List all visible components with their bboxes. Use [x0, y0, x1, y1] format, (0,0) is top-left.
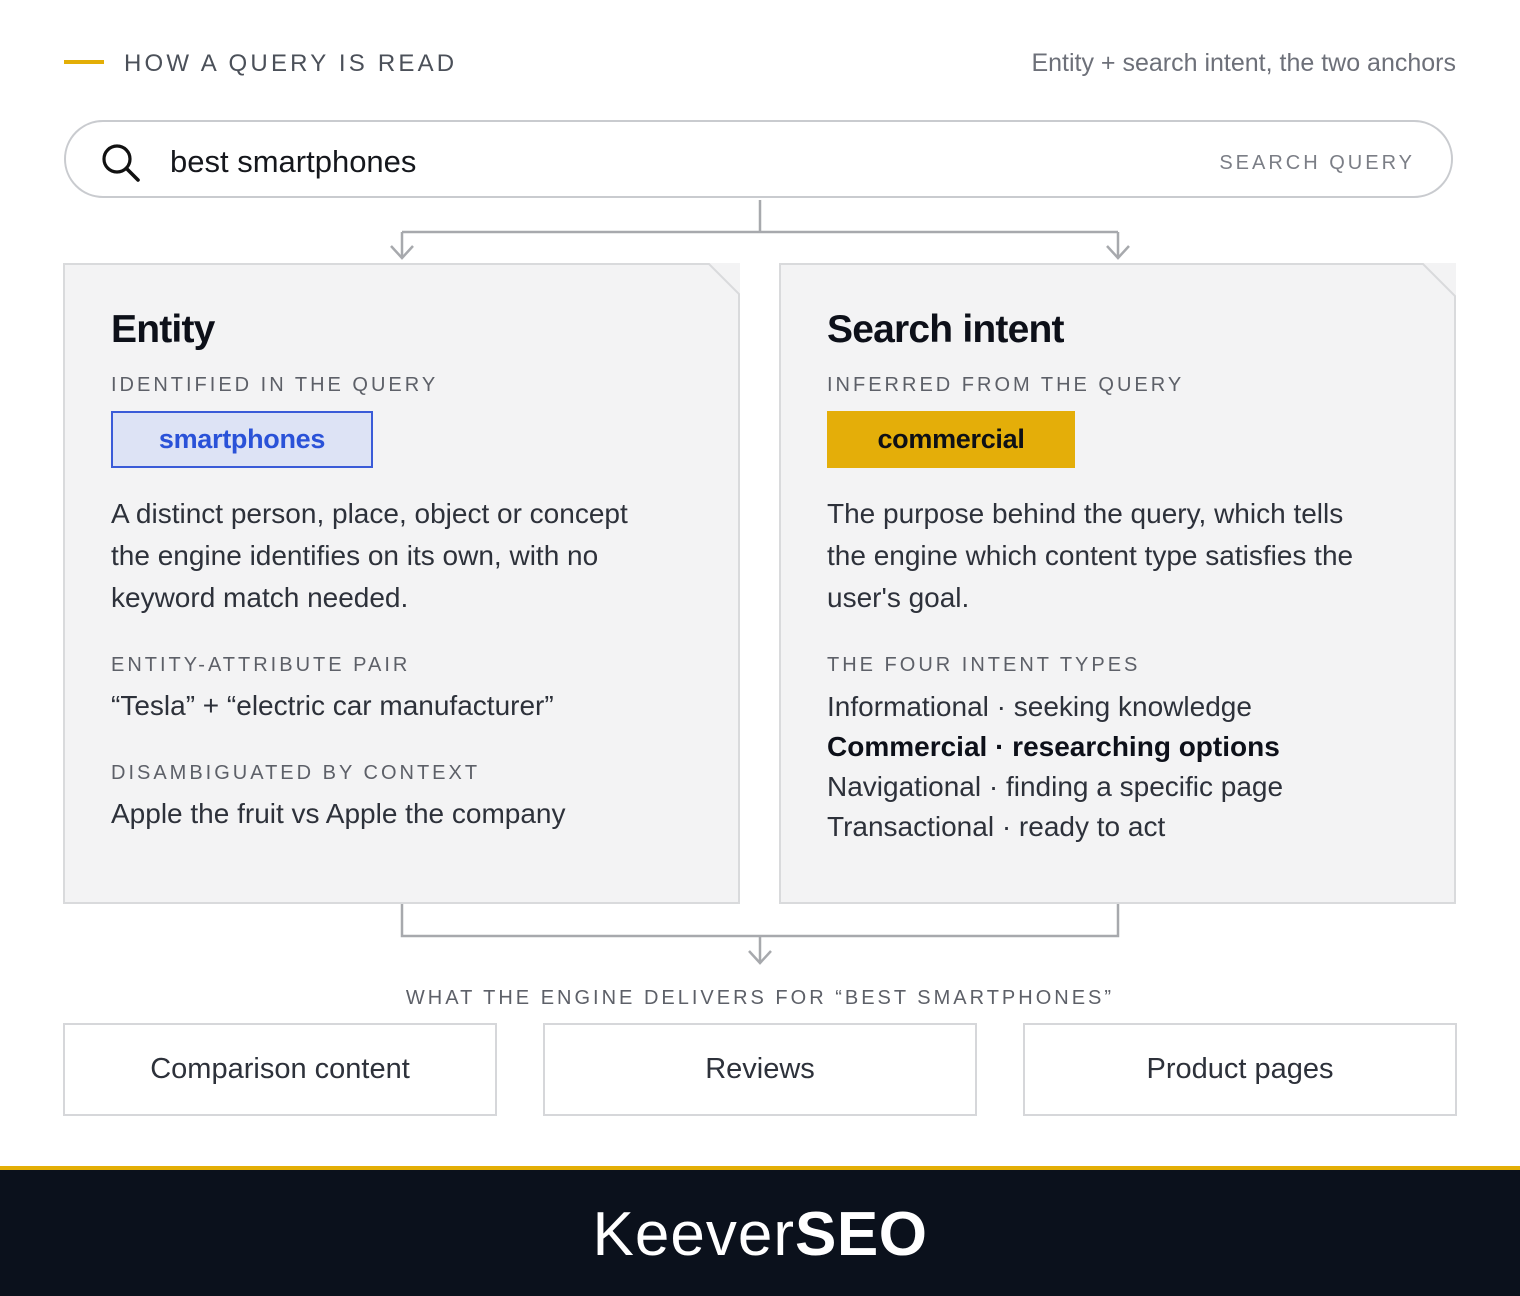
intent-type-item: Informational · seeking knowledge [827, 691, 1252, 722]
entity-description: A distinct person, place, object or conc… [111, 498, 628, 613]
intent-type-item: Transactional · ready to act [827, 811, 1166, 842]
footer-accent-line [0, 1166, 1520, 1170]
logo-light-text: Keever [592, 1200, 795, 1269]
deliverables-title: WHAT THE ENGINE DELIVERS FOR “BEST SMART… [405, 987, 1115, 1009]
search-bar[interactable]: best smartphones SEARCH QUERY [64, 120, 1453, 198]
entity-pair-label: ENTITY-ATTRIBUTE PAIR [111, 654, 411, 676]
intent-card: Search intent INFERRED FROM THE QUERY co… [779, 263, 1456, 904]
arrowhead-left [390, 245, 414, 260]
deliverable-box: Comparison content [63, 1023, 497, 1116]
section-kicker: HOW A QUERY IS READ [124, 50, 458, 77]
header-subtitle: Entity + search intent, the two anchors [1031, 49, 1456, 77]
entity-eyebrow: IDENTIFIED IN THE QUERY [111, 374, 439, 396]
entity-context-value: Apple the fruit vs Apple the company [111, 798, 566, 829]
intent-eyebrow: INFERRED FROM THE QUERY [827, 374, 1185, 396]
connector-top [400, 200, 1120, 258]
arrowhead-right [1106, 245, 1130, 260]
arrowhead-bottom [748, 950, 772, 965]
entity-card: Entity IDENTIFIED IN THE QUERY smartphon… [63, 263, 740, 904]
search-query-text[interactable]: best smartphones [170, 144, 417, 179]
entity-title: Entity [111, 308, 215, 351]
deliverable-box: Reviews [543, 1023, 977, 1116]
intent-types-list: Informational · seeking knowledge Commer… [827, 687, 1283, 847]
deliverable-box: Product pages [1023, 1023, 1457, 1116]
entity-tag: smartphones [111, 411, 373, 468]
intent-types-label: THE FOUR INTENT TYPES [827, 654, 1141, 676]
entity-context-label: DISAMBIGUATED BY CONTEXT [111, 762, 481, 784]
entity-pair-value: “Tesla” + “electric car manufacturer” [111, 690, 554, 721]
kicker-accent-line [64, 60, 104, 64]
intent-description: The purpose behind the query, which tell… [827, 498, 1354, 613]
search-icon [100, 142, 142, 184]
footer: KeeverSEO [0, 1170, 1520, 1296]
intent-title: Search intent [827, 308, 1064, 351]
connector-bottom [400, 904, 1120, 962]
intent-type-item: Navigational · finding a specific page [827, 771, 1284, 802]
brand-logo: KeeverSEO [0, 1202, 1520, 1268]
intent-type-item-active: Commercial · researching options [827, 731, 1280, 762]
logo-bold-text: SEO [795, 1200, 928, 1269]
search-query-label: SEARCH QUERY [1219, 152, 1415, 174]
intent-tag: commercial [827, 411, 1075, 468]
